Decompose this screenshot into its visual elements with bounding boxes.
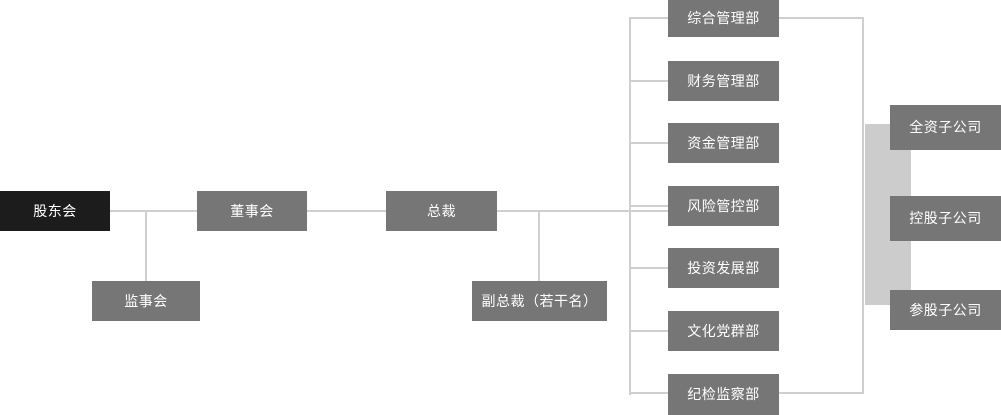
node-department-finance-management[interactable]: 财务管理部: [668, 61, 779, 101]
connector-shareholders-to-supervisors: [145, 210, 147, 283]
node-board-of-directors[interactable]: 董事会: [197, 191, 307, 231]
connector-department-branch-6: [629, 330, 668, 332]
node-department-discipline-inspection-label: 纪检监察部: [687, 386, 760, 403]
node-department-general-management[interactable]: 综合管理部: [668, 0, 779, 37]
node-shareholders[interactable]: 股东会: [0, 191, 110, 231]
node-supervisors-label: 监事会: [124, 292, 168, 309]
connector-department-branch-1: [629, 17, 668, 19]
node-subsidiary-holding[interactable]: 控股子公司: [890, 196, 1001, 241]
node-subsidiary-wholly-owned-label: 全资子公司: [909, 119, 982, 136]
node-department-culture-party-affairs-label: 文化党群部: [687, 322, 760, 339]
connector-department-branch-5: [629, 267, 668, 269]
node-department-investment-development-label: 投资发展部: [687, 259, 760, 276]
node-department-general-management-label: 综合管理部: [687, 10, 760, 27]
connector-department-branch-4: [629, 205, 668, 207]
connector-subsidiary-trunk: [862, 17, 864, 394]
connector-department-branch-2: [629, 80, 668, 82]
node-board-of-directors-label: 董事会: [230, 202, 274, 219]
connector-department-branch-7: [629, 392, 668, 394]
node-vice-president[interactable]: 副总裁（若干名）: [472, 281, 607, 321]
node-department-funds-management[interactable]: 资金管理部: [668, 123, 779, 163]
node-department-investment-development[interactable]: 投资发展部: [668, 248, 779, 288]
node-president-label: 总裁: [427, 202, 456, 219]
node-vice-president-label: 副总裁（若干名）: [481, 292, 598, 309]
node-shareholders-label: 股东会: [33, 202, 77, 219]
node-president[interactable]: 总裁: [386, 191, 497, 231]
node-department-discipline-inspection[interactable]: 纪检监察部: [668, 374, 779, 415]
node-subsidiary-wholly-owned[interactable]: 全资子公司: [890, 105, 1001, 150]
node-department-finance-management-label: 财务管理部: [687, 72, 760, 89]
node-department-risk-control[interactable]: 风险管控部: [668, 186, 779, 226]
node-subsidiary-participating-label: 参股子公司: [909, 301, 982, 318]
connector-board-to-president: [305, 210, 389, 212]
node-department-funds-management-label: 资金管理部: [687, 134, 760, 151]
node-department-culture-party-affairs[interactable]: 文化党群部: [668, 311, 779, 351]
node-subsidiary-holding-label: 控股子公司: [909, 210, 982, 227]
connector-department-branch-3: [629, 142, 668, 144]
connector-bottom-department-to-subsidiary-trunk: [779, 392, 864, 394]
node-department-risk-control-label: 风险管控部: [687, 197, 760, 214]
node-supervisors[interactable]: 监事会: [92, 281, 200, 321]
node-subsidiary-participating[interactable]: 参股子公司: [890, 290, 1001, 330]
connector-president-to-departments: [495, 210, 671, 212]
connector-president-to-vice-president: [538, 210, 540, 283]
connector-shareholders-to-board: [108, 210, 200, 212]
connector-top-department-to-subsidiary-trunk: [779, 17, 864, 19]
